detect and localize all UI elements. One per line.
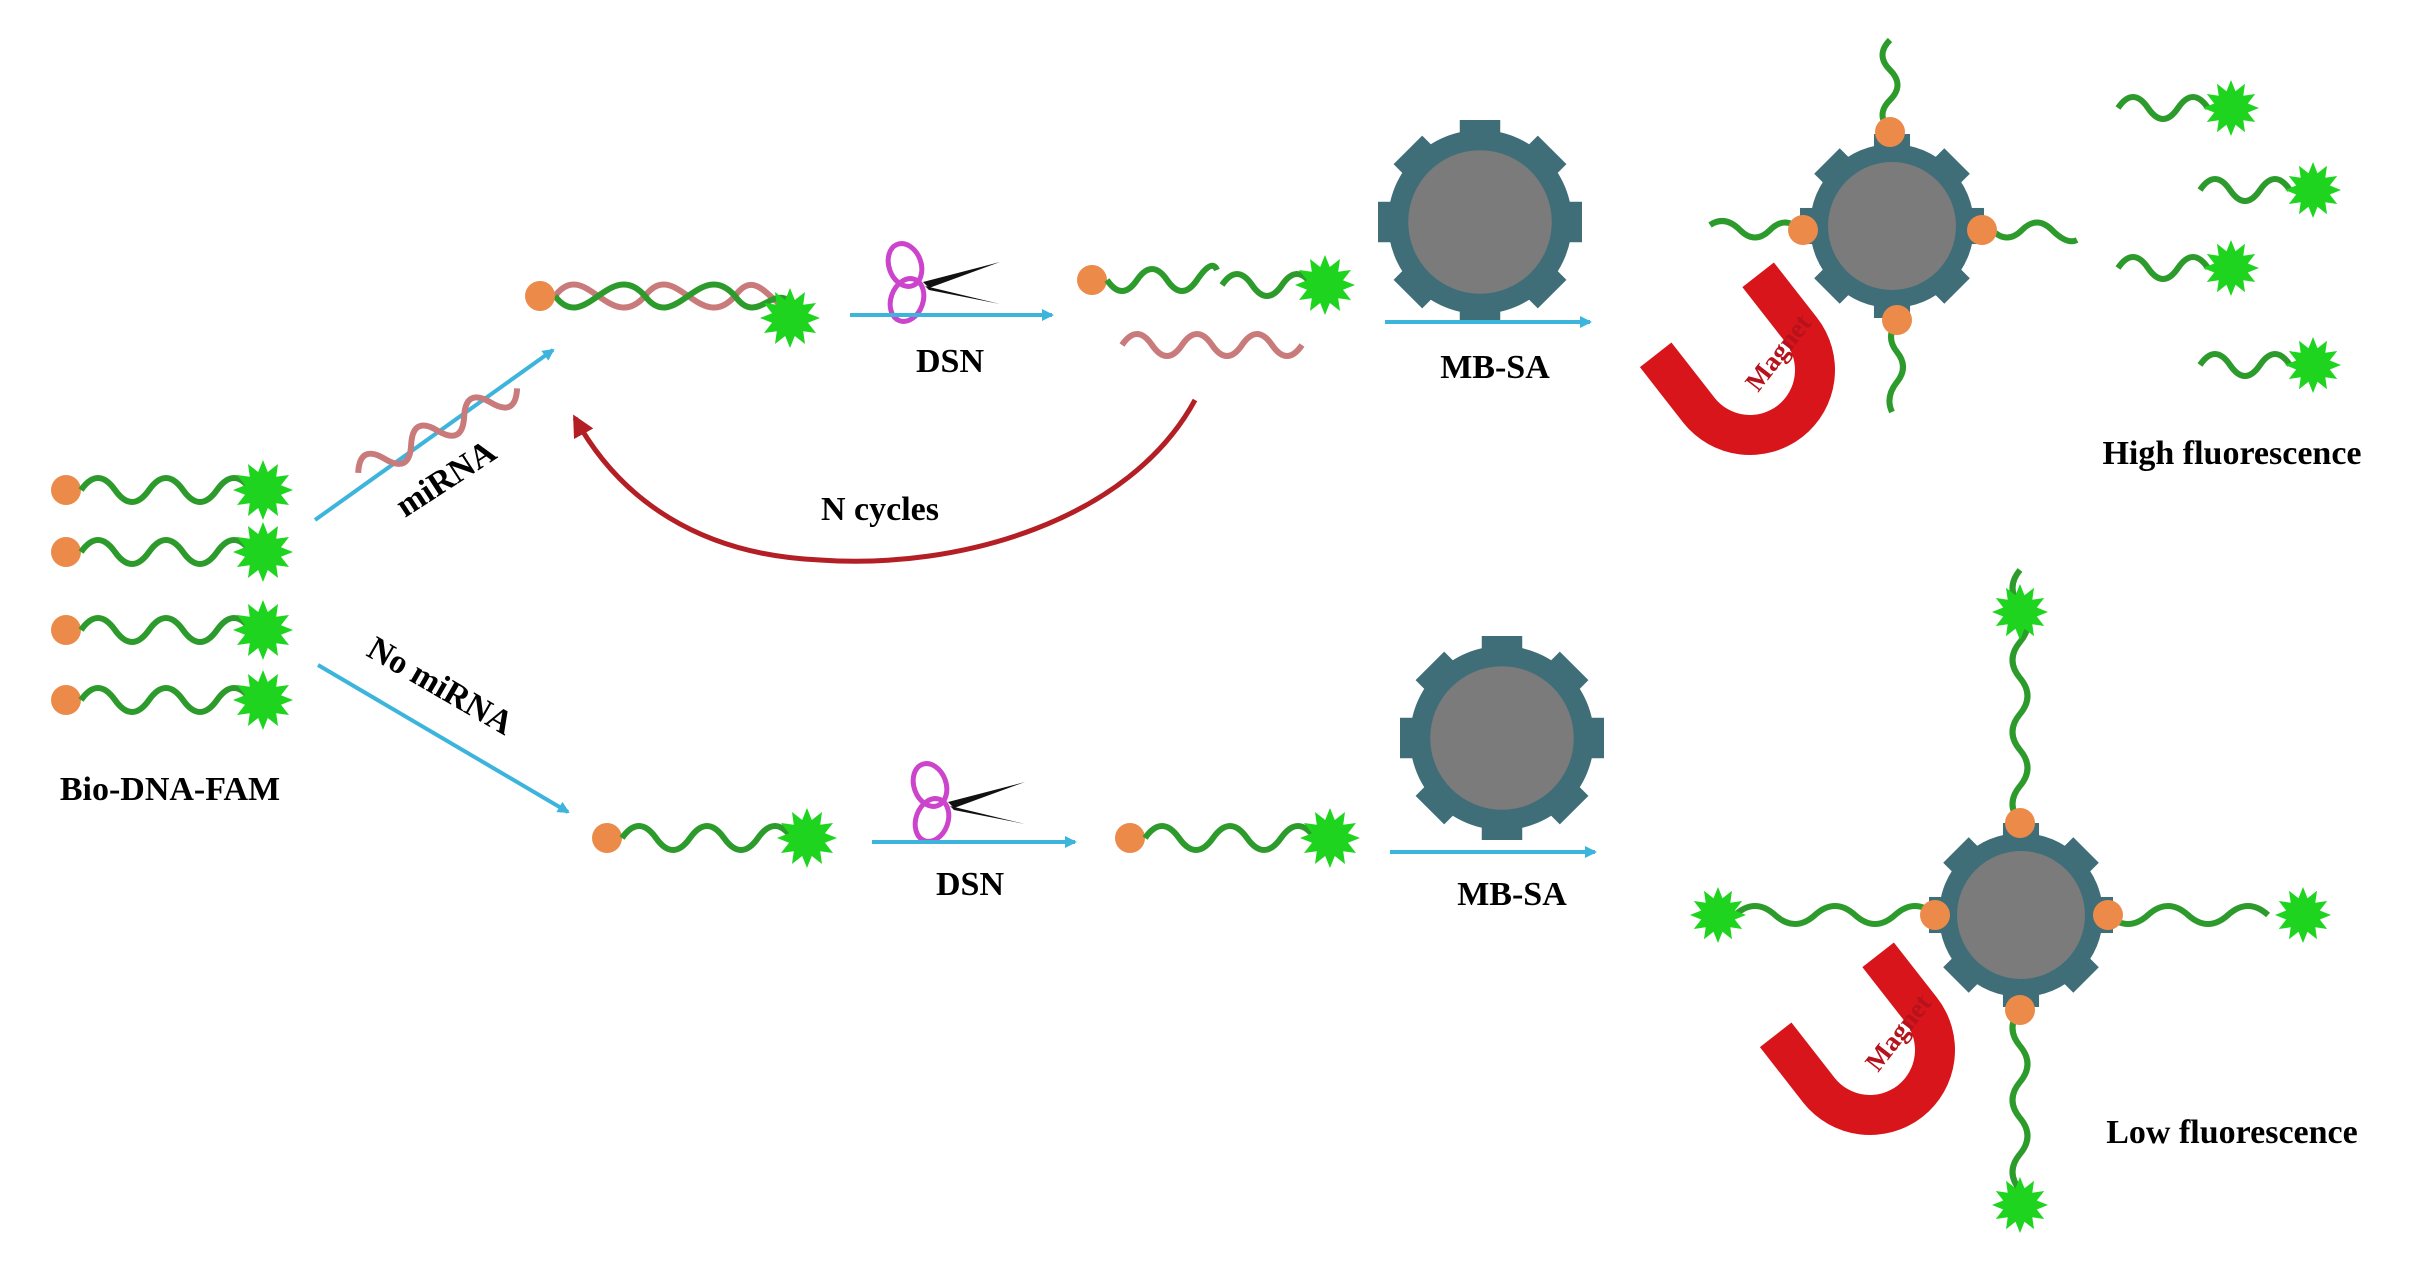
released-dna	[2115, 94, 2211, 122]
released-mirna	[1119, 331, 1305, 359]
fam-star	[2203, 80, 2259, 136]
probe-dna	[78, 685, 254, 715]
fam-star	[2203, 240, 2259, 296]
magnet-icon	[1639, 262, 1835, 455]
scissors-icon	[885, 241, 1000, 324]
scissors-icon	[910, 761, 1025, 844]
fam-star	[1295, 255, 1355, 315]
released-dna	[2115, 254, 2211, 282]
mbsa-top-label: MB-SA	[1440, 349, 1550, 386]
fam-star	[777, 808, 837, 868]
fam-star	[1690, 887, 1746, 943]
fam-star	[233, 600, 293, 660]
magnetic-bead	[1378, 120, 1582, 324]
captured-bead	[1800, 134, 1984, 318]
bound-fam-stars	[1690, 584, 2331, 1233]
fam-star	[1300, 808, 1360, 868]
probe-dna	[78, 475, 254, 505]
fam-star	[233, 460, 293, 520]
bead-fragments-top	[1708, 37, 2079, 414]
mbsa-bottom-label: MB-SA	[1457, 876, 1567, 913]
no-mirna-label: No miRNA	[361, 630, 520, 743]
heteroduplex	[525, 281, 803, 316]
cycles-label: N cycles	[821, 491, 939, 528]
probe-label: Bio-DNA-FAM	[60, 771, 280, 808]
biotin-dot	[592, 823, 622, 853]
magnet-icon	[1759, 942, 1955, 1135]
fam-star	[233, 522, 293, 582]
biotin-fragment	[1077, 265, 1107, 295]
magnetic-bead	[1400, 636, 1604, 840]
biotin-dot	[51, 615, 81, 645]
fam-star	[777, 808, 837, 868]
cleaved-dna-fragment	[1104, 262, 1220, 294]
no-mirna-branch-arrow	[316, 663, 570, 814]
released-dna	[2197, 176, 2293, 204]
probe-dna	[78, 615, 254, 645]
captured-bead	[1929, 823, 2113, 1007]
fam-star	[2285, 337, 2341, 393]
intact-probe	[1142, 823, 1318, 853]
fam-star	[760, 288, 820, 348]
fam-star	[2285, 162, 2341, 218]
dsn-top-label: DSN	[916, 343, 984, 380]
released-dna	[2197, 351, 2293, 379]
mirna-label: miRNA	[389, 433, 503, 525]
fam-star	[1300, 808, 1360, 868]
biotin-dot	[51, 475, 81, 505]
biotin-dot	[1115, 823, 1145, 853]
mirna-strand	[355, 388, 521, 474]
biotin-dot	[525, 281, 555, 311]
biotin-dot	[51, 537, 81, 567]
fam-star	[233, 670, 293, 730]
recycle-arrow	[572, 398, 1198, 564]
fam-star	[1295, 255, 1355, 315]
released-fam-strands	[2115, 80, 2341, 393]
intact-probe	[619, 823, 795, 853]
high-fluorescence-label: High fluorescence	[2102, 435, 2361, 472]
dsn-bottom-label: DSN	[936, 866, 1004, 903]
biotin-dot	[51, 685, 81, 715]
low-fluorescence-label: Low fluorescence	[2106, 1114, 2357, 1151]
fam-star	[760, 288, 820, 348]
fam-star	[1992, 584, 2048, 640]
fam-star	[2275, 887, 2331, 943]
probe-dna	[78, 537, 254, 567]
fam-dna-fragment	[1219, 271, 1315, 299]
fam-star	[1992, 1177, 2048, 1233]
probe-group	[51, 460, 293, 730]
mirna-branch-arrow	[313, 348, 555, 522]
